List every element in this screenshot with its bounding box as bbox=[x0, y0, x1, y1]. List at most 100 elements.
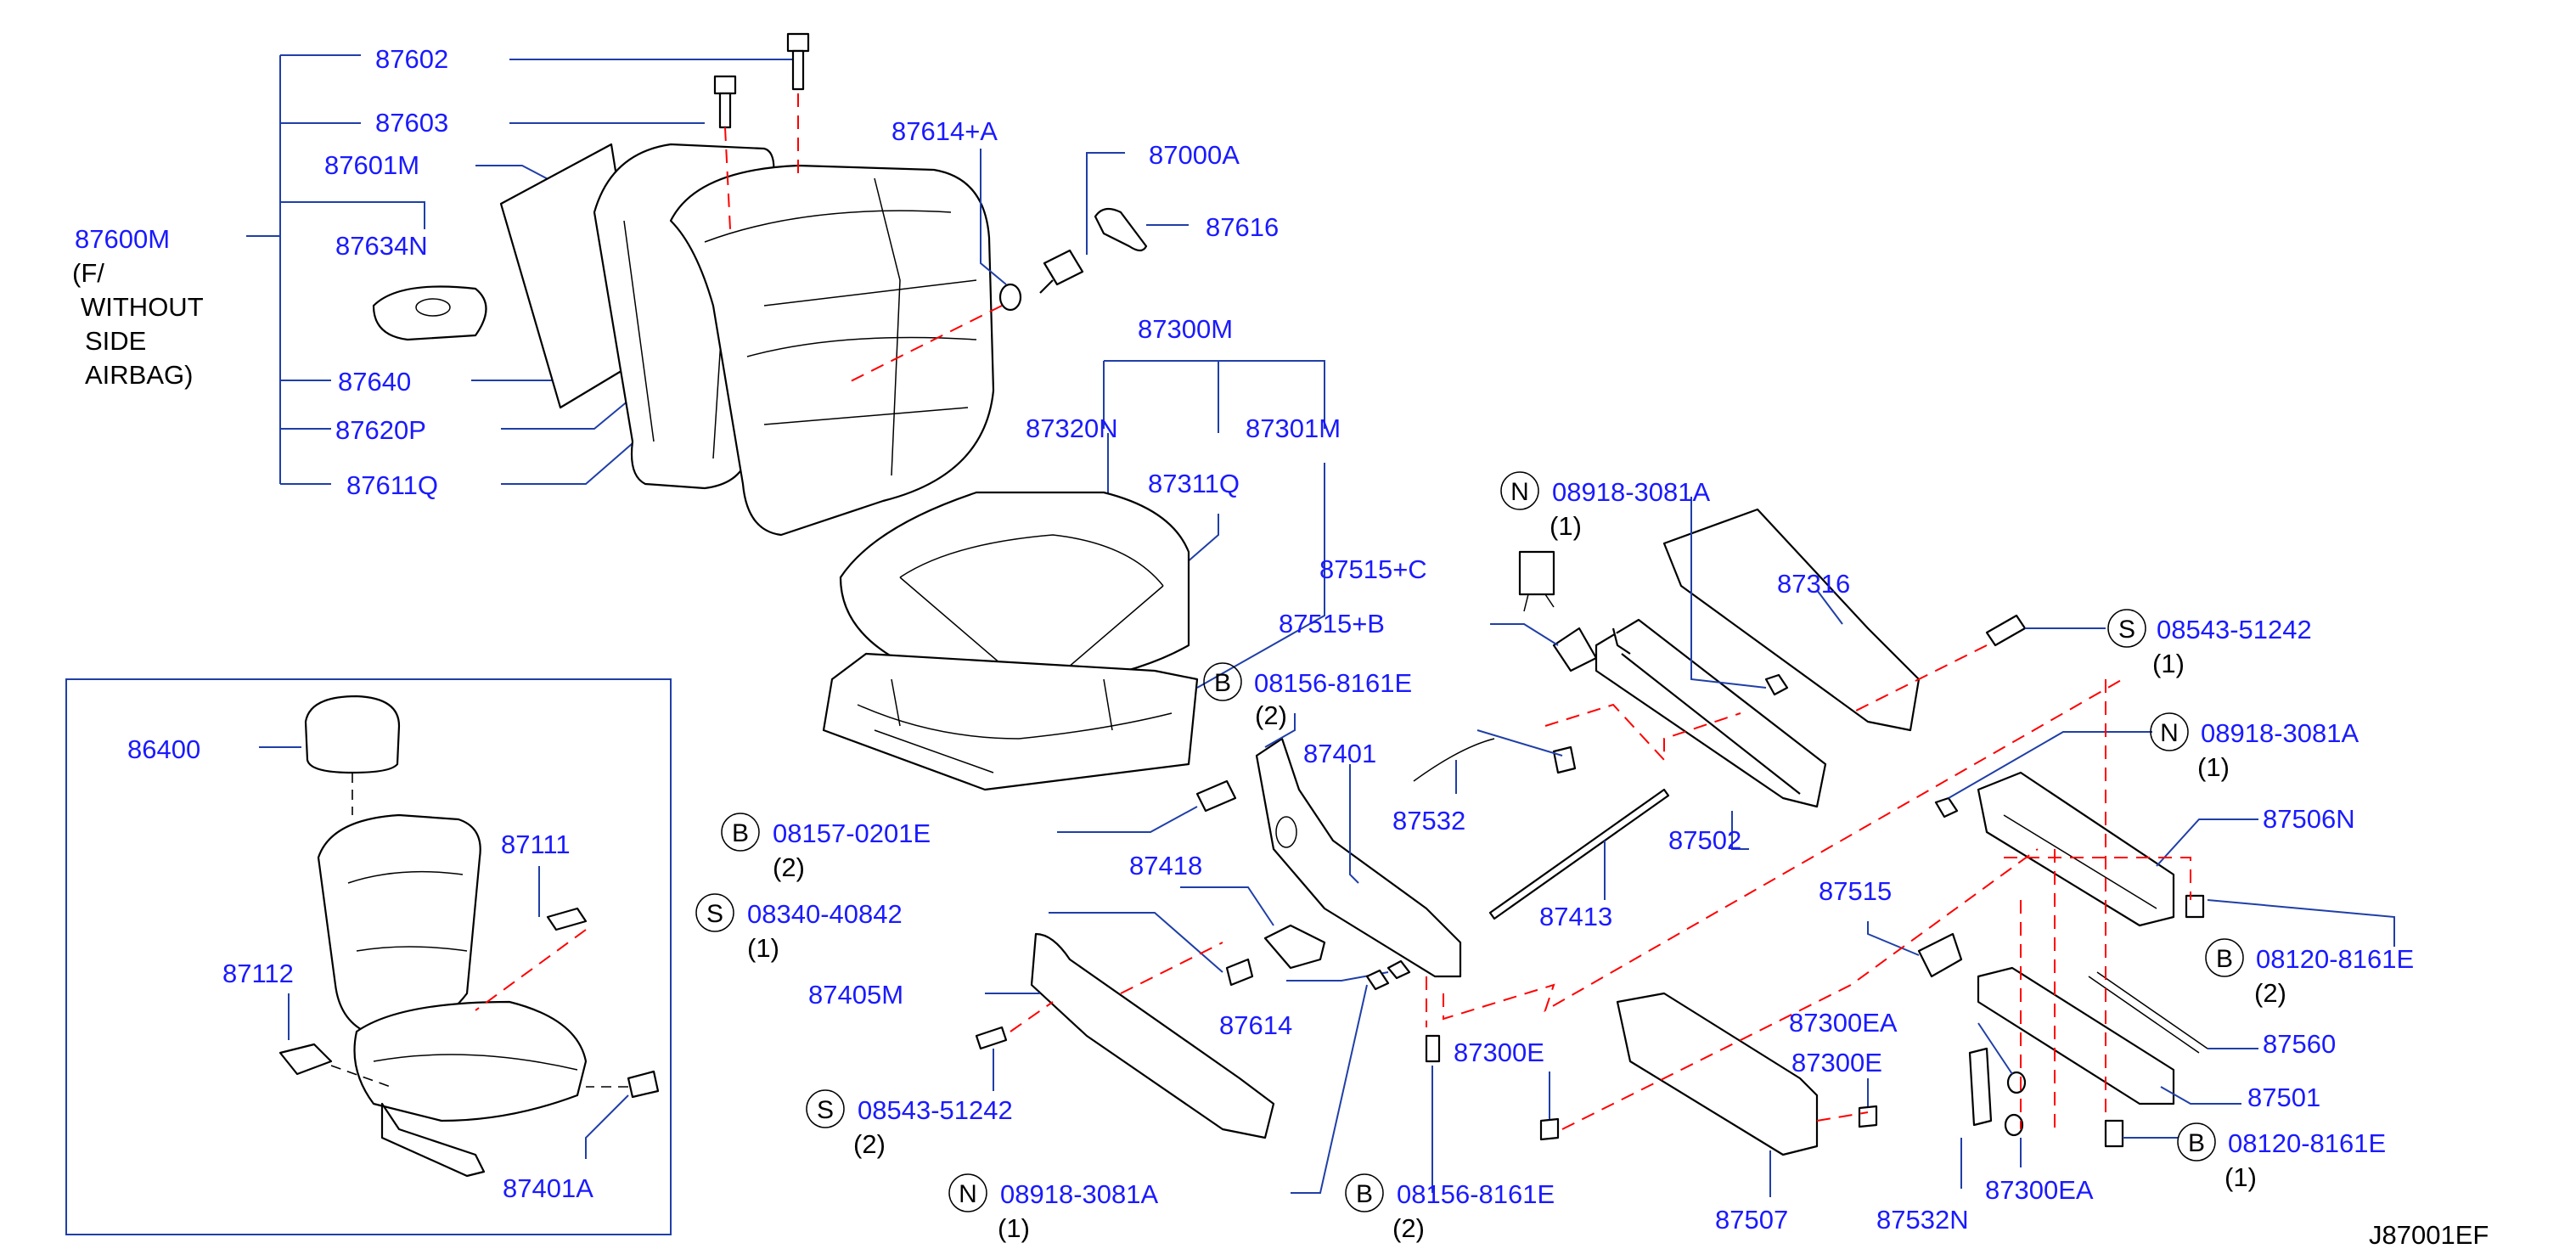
label-87532: 87532 bbox=[1392, 806, 1465, 835]
nut-upper bbox=[1764, 673, 1789, 696]
rail-87506N bbox=[1977, 771, 2175, 927]
svg-text:B: B bbox=[1214, 669, 1231, 697]
label-87301M: 87301M bbox=[1246, 413, 1341, 443]
label-87401A: 87401A bbox=[503, 1173, 593, 1203]
label-87515C: 87515+C bbox=[1319, 554, 1427, 584]
bolt-08120-upper bbox=[2185, 894, 2205, 919]
qty-08918-3081A-1: (1) bbox=[1550, 511, 1582, 541]
note-87600M-4: AIRBAG) bbox=[85, 360, 193, 390]
label-87620P: 87620P bbox=[335, 415, 426, 445]
note-87600M-2: WITHOUT bbox=[81, 292, 204, 322]
label-87316: 87316 bbox=[1777, 569, 1850, 599]
label-87320N: 87320N bbox=[1026, 413, 1118, 443]
label-08543-51242-2: 08543-51242 bbox=[858, 1095, 1013, 1125]
spring-87560 bbox=[2088, 971, 2208, 1054]
circle-B-2 bbox=[721, 813, 760, 852]
inset-seat-group bbox=[259, 695, 660, 1178]
grommet-87614A bbox=[998, 283, 1022, 312]
inset-seat-back bbox=[317, 813, 481, 1033]
label-08157-0201E: 08157-0201E bbox=[773, 818, 931, 848]
inset-seat-cushion bbox=[353, 1000, 588, 1122]
back-trim bbox=[669, 164, 995, 537]
qty-08120-8161E-2: (1) bbox=[2224, 1162, 2257, 1192]
label-87111: 87111 bbox=[501, 830, 571, 859]
nut-87614 bbox=[1386, 959, 1411, 980]
label-08156-8161E-1: 08156-8161E bbox=[1254, 668, 1412, 698]
qty-08340-40842: (1) bbox=[747, 933, 779, 963]
note-87600M-3: SIDE bbox=[85, 326, 146, 356]
qty-08157-0201E: (2) bbox=[773, 852, 805, 882]
svg-text:N: N bbox=[1510, 478, 1529, 506]
circle-B-5 bbox=[1345, 1173, 1384, 1212]
qty-08918-3081A-3: (1) bbox=[998, 1213, 1030, 1243]
headrest-86400 bbox=[304, 695, 401, 774]
nut-08918-bottom bbox=[1365, 969, 1390, 991]
label-87000A: 87000A bbox=[1149, 140, 1240, 170]
label-87507: 87507 bbox=[1715, 1205, 1788, 1235]
label-87614: 87614 bbox=[1219, 1010, 1292, 1040]
qty-08543-51242-1: (1) bbox=[2152, 649, 2185, 678]
circle-B-3 bbox=[2205, 938, 2244, 977]
label-87501: 87501 bbox=[2247, 1083, 2320, 1112]
circle-S-3 bbox=[806, 1089, 845, 1128]
label-08543-51242-1: 08543-51242 bbox=[2157, 615, 2312, 644]
label-87515: 87515 bbox=[1819, 876, 1892, 906]
label-87502: 87502 bbox=[1668, 825, 1741, 855]
svg-text:S: S bbox=[706, 900, 723, 928]
bolt-08156-bottom bbox=[1425, 1034, 1441, 1063]
rail-assembly-lower bbox=[1539, 679, 2395, 1197]
rod-87413 bbox=[1488, 788, 1670, 920]
svg-text:S: S bbox=[2118, 616, 2135, 644]
label-08340-40842: 08340-40842 bbox=[747, 899, 903, 929]
label-87300E-mid: 87300E bbox=[1454, 1038, 1544, 1067]
svg-text:B: B bbox=[732, 819, 749, 847]
rail-assembly-upper bbox=[1476, 497, 2106, 850]
seat-cushion-group bbox=[822, 360, 1325, 791]
handle-87532N bbox=[1968, 1047, 1993, 1127]
label-87601M: 87601M bbox=[324, 150, 419, 180]
screw-08543-upper bbox=[1985, 614, 2027, 647]
labels: 87602 87603 87601M 87600M (F/ WITHOUT SI… bbox=[72, 44, 2489, 1250]
qty-08156-8161E-1: (2) bbox=[1255, 700, 1287, 730]
label-08918-3081A-3: 08918-3081A bbox=[1000, 1179, 1158, 1209]
svg-text:B: B bbox=[1356, 1180, 1373, 1208]
label-87300M: 87300M bbox=[1138, 314, 1233, 344]
label-87300EA-top: 87300EA bbox=[1789, 1008, 1898, 1038]
note-87600M-1: (F/ bbox=[72, 258, 104, 288]
inset-frame bbox=[65, 678, 672, 1235]
label-87634N: 87634N bbox=[335, 231, 428, 261]
circle-N-1 bbox=[1500, 471, 1539, 510]
label-87640: 87640 bbox=[338, 367, 411, 397]
label-87603: 87603 bbox=[375, 108, 448, 138]
clip-87111 bbox=[546, 907, 588, 931]
label-87300EA-bottom: 87300EA bbox=[1985, 1175, 2094, 1205]
label-08156-8161E-2: 08156-8161E bbox=[1397, 1179, 1555, 1209]
svg-text:N: N bbox=[2160, 719, 2179, 747]
label-87560: 87560 bbox=[2263, 1029, 2336, 1059]
qty-08120-8161E-1: (2) bbox=[2254, 978, 2286, 1008]
bolt-08157 bbox=[1195, 779, 1237, 813]
label-87405M: 87405M bbox=[808, 980, 903, 1010]
cover-87316 bbox=[1662, 508, 1921, 732]
circle-S-2 bbox=[695, 893, 734, 932]
recliner-knob-87634N bbox=[372, 285, 487, 341]
label-08918-3081A-1: 08918-3081A bbox=[1552, 477, 1710, 507]
cover-87405M bbox=[1030, 932, 1275, 1139]
spring-87532 bbox=[1413, 738, 1495, 782]
label-08918-3081A-2: 08918-3081A bbox=[2201, 718, 2359, 748]
label-87532N: 87532N bbox=[1876, 1205, 1969, 1235]
label-87506N: 87506N bbox=[2263, 804, 2355, 834]
clip-87515 bbox=[1917, 932, 1963, 978]
seat-back-group bbox=[246, 32, 1189, 537]
svg-text:N: N bbox=[959, 1180, 977, 1208]
label-87616: 87616 bbox=[1206, 212, 1279, 242]
clip-87515B bbox=[1552, 627, 1598, 672]
label-87611Q: 87611Q bbox=[346, 470, 438, 500]
circle-B-1 bbox=[1203, 662, 1242, 701]
lever-87418 bbox=[1263, 924, 1326, 970]
qty-08918-3081A-2: (1) bbox=[2197, 752, 2230, 782]
label-08120-8161E-1: 08120-8161E bbox=[2256, 944, 2414, 974]
label-87413: 87413 bbox=[1539, 902, 1612, 931]
diagram-code: J87001EF bbox=[2369, 1220, 2489, 1250]
